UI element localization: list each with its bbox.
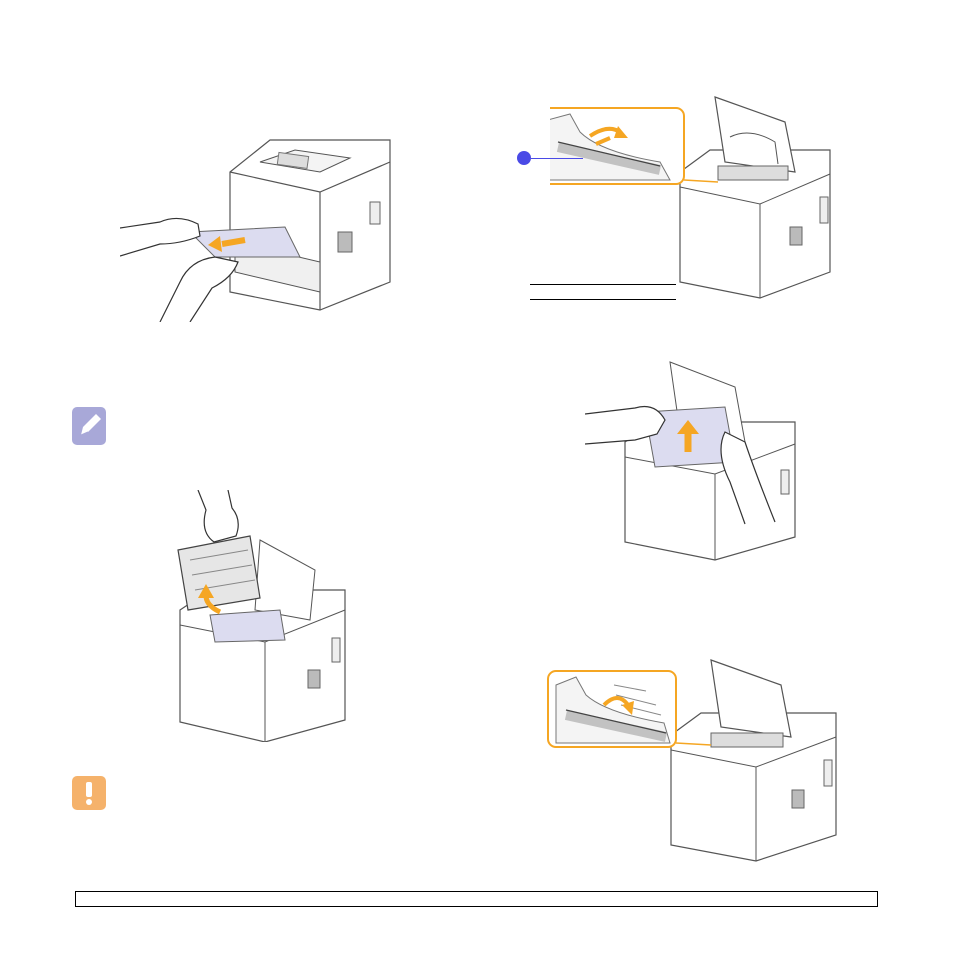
printer-front-paper-jam-illustration bbox=[120, 132, 400, 322]
caption-rule-bottom bbox=[530, 299, 676, 300]
note-pencil-icon bbox=[72, 407, 106, 445]
page-footer-frame bbox=[75, 891, 878, 907]
printer-remove-toner-cartridge-illustration bbox=[170, 490, 360, 742]
printer-pull-paper-up-illustration bbox=[585, 352, 805, 562]
caution-exclamation-icon bbox=[72, 776, 106, 810]
callout-marker bbox=[517, 151, 531, 165]
printer-top-open-fuser-area-illustration bbox=[550, 92, 850, 302]
caption-rule-top bbox=[530, 284, 676, 285]
printer-close-fuser-lever-illustration bbox=[546, 655, 846, 865]
callout-leader-line bbox=[531, 158, 583, 159]
